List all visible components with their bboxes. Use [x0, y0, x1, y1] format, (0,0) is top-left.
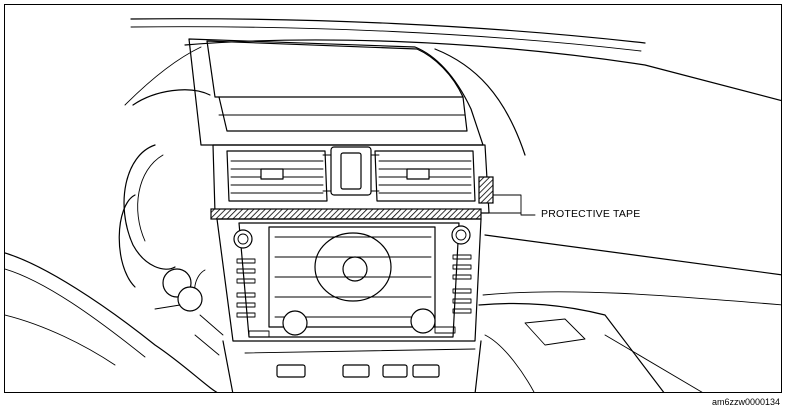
- passenger-dash: [478, 234, 781, 392]
- steering-wheel: [5, 252, 218, 392]
- lower-left-trim: [5, 314, 224, 366]
- air-vents: [212, 144, 490, 214]
- illustration-frame: PROTECTIVE TAPE: [4, 4, 782, 393]
- info-display: [188, 38, 484, 146]
- dashboard-top: [124, 39, 781, 156]
- protective-tape-label: PROTECTIVE TAPE: [541, 208, 641, 220]
- instrument-cluster: [118, 89, 211, 306]
- windshield-edge: [130, 18, 646, 52]
- protective-tape: [210, 176, 494, 220]
- audio-panel: [216, 218, 482, 342]
- tape-callout-leader: [480, 194, 536, 216]
- dashboard-line-drawing: [5, 18, 781, 392]
- figure-code: am6zzw0000134: [711, 397, 780, 407]
- lower-console: [222, 340, 482, 392]
